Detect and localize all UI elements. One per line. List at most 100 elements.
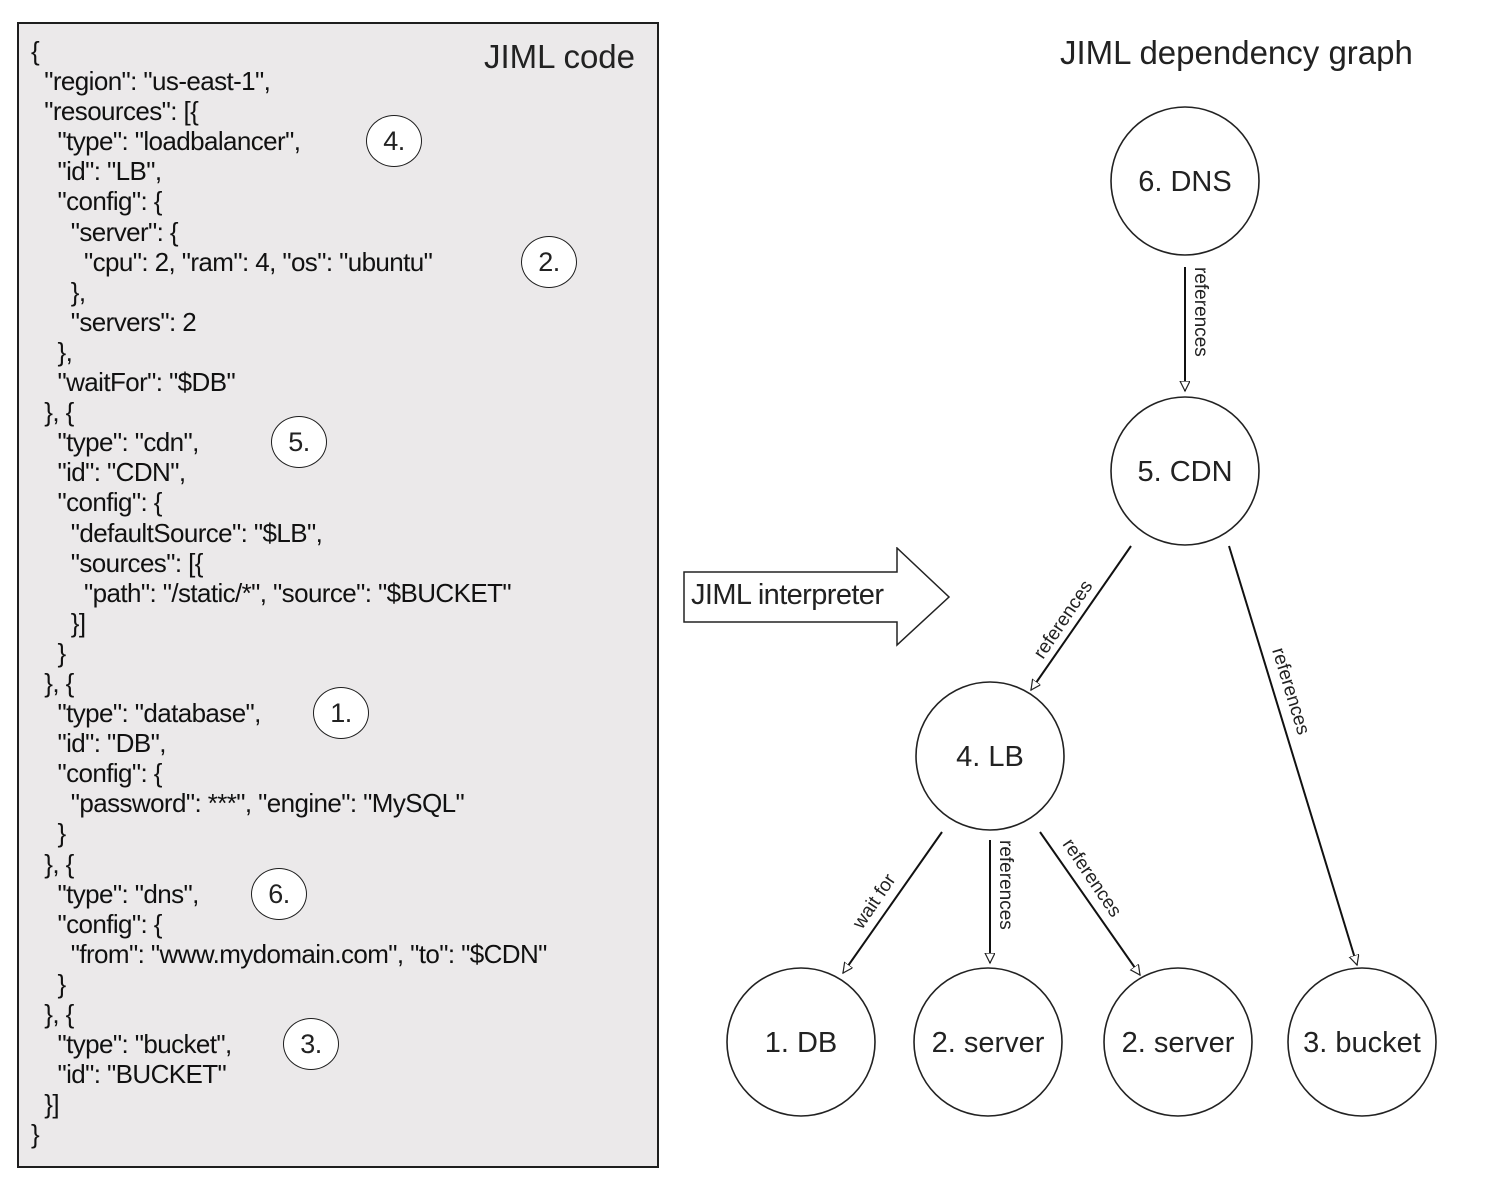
code-text: }] <box>31 607 86 638</box>
edge-arrow <box>1030 545 1132 690</box>
code-line: }] <box>31 1089 547 1119</box>
code-text: "id": "DB", <box>31 728 166 759</box>
code-text: "path": "/static/*", "source": "$BUCKET" <box>31 577 512 608</box>
edge-label: references <box>995 840 1016 930</box>
code-line: }, { <box>31 397 547 427</box>
code-text: "type": "bucket", <box>31 1029 232 1060</box>
code-text: }, { <box>31 667 74 698</box>
code-line: "server": { <box>31 217 547 247</box>
step-badge: 6. <box>251 867 307 920</box>
edge-arrow <box>1039 831 1141 975</box>
code-line: } <box>31 1119 547 1149</box>
code-line: "path": "/static/*", "source": "$BUCKET" <box>31 578 547 608</box>
node-circle <box>913 967 1063 1117</box>
code-line: } <box>31 818 547 848</box>
code-text: "defaultSource": "$LB", <box>31 517 323 548</box>
code-text: "id": "BUCKET" <box>31 1059 227 1090</box>
code-line: "config": { <box>31 909 547 939</box>
node-label: 2. server <box>932 1027 1045 1059</box>
code-line: "config": { <box>31 487 547 517</box>
code-text: "type": "loadbalancer", <box>31 126 301 157</box>
code-line: "config": { <box>31 186 547 216</box>
code-panel-title: JIML code <box>483 38 635 75</box>
code-text: "password": ***", "engine": "MySQL" <box>31 788 465 819</box>
code-line: "cpu": 2, "ram": 4, "os": "ubuntu" 2. <box>31 235 577 288</box>
code-text: }, { <box>31 999 74 1029</box>
code-text: } <box>31 818 66 849</box>
node-lb: 4. LB <box>915 681 1065 831</box>
code-line: } <box>31 969 547 999</box>
node-circle <box>1103 967 1253 1117</box>
edge-lb-db: wait for <box>842 831 943 973</box>
code-text: "sources": [{ <box>31 547 204 578</box>
code-text: "config": { <box>31 487 162 518</box>
code-text: } <box>31 968 66 999</box>
code-line: "type": "cdn", 5. <box>31 416 547 469</box>
edge-label: references <box>1190 267 1211 357</box>
code-text: } <box>31 637 66 668</box>
code-line: "id": "CDN", <box>31 457 547 487</box>
node-server2: 2. server <box>1103 967 1253 1117</box>
node-bucket: 3. bucket <box>1287 967 1437 1117</box>
code-line: "type": "dns", 6. <box>31 867 547 920</box>
code-line: }] <box>31 608 547 638</box>
step-badge: 2. <box>521 235 577 288</box>
code-text: }] <box>31 1089 59 1120</box>
step-badge: 3. <box>283 1018 339 1071</box>
node-dns: 6. DNS <box>1110 106 1260 256</box>
arrow-right-icon <box>683 547 951 647</box>
code-text: "region": "us-east-1", <box>31 66 271 97</box>
step-badge: 1. <box>313 687 369 740</box>
node-server1: 2. server <box>913 967 1063 1117</box>
code-line: }, { <box>31 668 547 698</box>
node-label: 2. server <box>1122 1027 1235 1059</box>
graph-title: JIML dependency graph <box>1060 34 1413 71</box>
step-badge: 5. <box>271 416 327 469</box>
edge-lb-server1: references <box>990 840 1016 963</box>
code-text: } <box>31 1119 40 1150</box>
code-text: "id": "CDN", <box>31 457 186 488</box>
code-text: { <box>31 36 40 66</box>
code-line: }, <box>31 277 547 307</box>
code-text: "cpu": 2, "ram": 4, "os": "ubuntu" <box>31 246 433 277</box>
edge-arrow <box>1228 545 1357 965</box>
node-db: 1. DB <box>726 967 876 1117</box>
code-line: "id": "DB", <box>31 728 547 758</box>
code-panel: JIML code { "region": "us-east-1", "reso… <box>17 22 659 1168</box>
code-text: "type": "database", <box>31 698 261 729</box>
edge-cdn-bucket: references <box>1228 545 1357 965</box>
code-line: "type": "loadbalancer", 4. <box>31 115 547 168</box>
code-text: }, <box>31 276 86 307</box>
code-text: "waitFor": "$DB" <box>31 367 236 398</box>
node-label: 4. LB <box>956 741 1024 773</box>
code-text: "type": "cdn", <box>31 427 199 458</box>
edge-label: references <box>1058 835 1126 921</box>
code-line: "waitFor": "$DB" <box>31 367 547 397</box>
code-text: "server": { <box>31 216 179 247</box>
code-line: "type": "database", 1. <box>31 687 547 740</box>
code-line: }, <box>31 337 547 367</box>
code-listing: { "region": "us-east-1", "resources": [{… <box>31 36 577 1149</box>
code-line: }, { <box>31 849 547 879</box>
code-line: "password": ***", "engine": "MySQL" <box>31 788 547 818</box>
node-circle <box>1110 396 1260 546</box>
edge-dns-cdn: references <box>1185 267 1211 391</box>
step-badge: 4. <box>366 115 422 168</box>
code-text: }, { <box>31 397 74 428</box>
code-text: }, { <box>31 848 74 879</box>
edge-label: references <box>1030 577 1098 663</box>
code-text: "from": "www.mydomain.com", "to": "$CDN" <box>31 938 548 969</box>
node-label: 5. CDN <box>1137 456 1232 488</box>
interpreter-arrow: JIML interpreter <box>683 547 953 647</box>
code-text: "id": "LB", <box>31 156 162 187</box>
interpreter-label: JIML interpreter <box>691 579 884 611</box>
edge-cdn-lb: references <box>1030 545 1132 690</box>
code-line: "id": "BUCKET" <box>31 1059 547 1089</box>
code-text: "servers": 2 <box>31 306 197 337</box>
code-line: "from": "www.mydomain.com", "to": "$CDN" <box>31 938 548 969</box>
code-text: "type": "dns", <box>31 878 199 909</box>
code-line: "config": { <box>31 758 547 788</box>
code-text: }, <box>31 336 73 367</box>
code-line: "defaultSource": "$LB", <box>31 518 547 548</box>
